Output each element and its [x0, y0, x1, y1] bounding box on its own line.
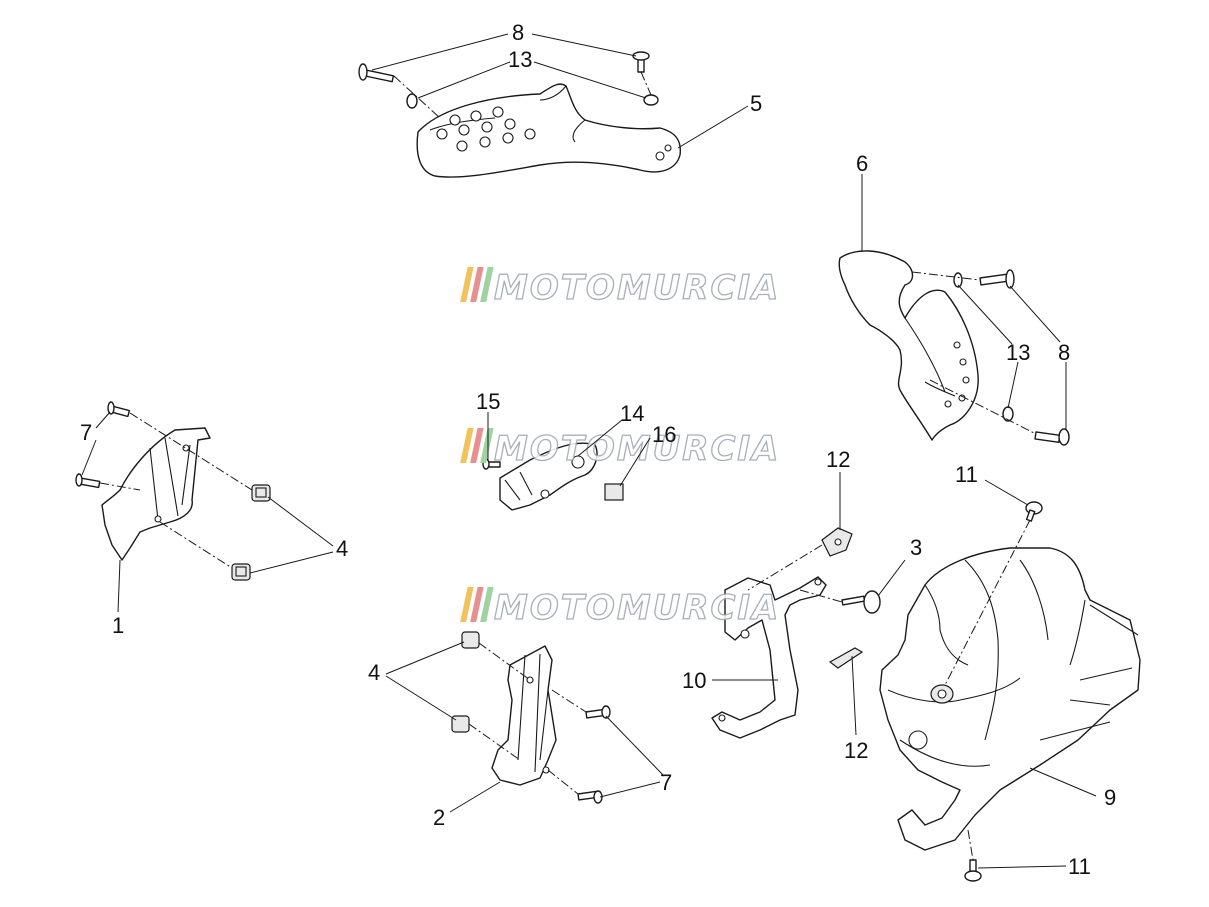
nut-4-lower-upper: [461, 631, 480, 649]
watermark-text: MOTOMURCIA: [494, 429, 780, 469]
screw-7-lower-lower: [577, 790, 603, 804]
screw-3: [841, 590, 881, 614]
callout-4-lower: 4: [368, 660, 380, 685]
callout-1: 1: [112, 613, 124, 638]
screw-7-lower-upper: [585, 705, 611, 719]
clip-nut-12-upper: [821, 527, 853, 557]
nut-4-left-lower: [231, 563, 251, 581]
watermark-stripe-yellow: [460, 587, 474, 622]
callout-12-lower: 12: [844, 738, 868, 763]
washer-13-top-right: [643, 94, 659, 106]
washer-13-right-lower: [1002, 406, 1014, 422]
muffler-cover-part-9: [879, 547, 1141, 851]
pad-16: [604, 483, 624, 501]
watermark-stripe-green: [480, 587, 494, 622]
callout-15: 15: [476, 389, 500, 414]
callout-13-right: 13: [1006, 340, 1030, 365]
watermark-stripe-red: [470, 428, 484, 463]
callout-11-lower: 11: [1068, 854, 1091, 879]
callout-7-left: 7: [80, 420, 92, 445]
bracket-part-10: [711, 576, 827, 739]
screw-8-right-lower: [1034, 428, 1070, 446]
callout-9: 9: [1104, 785, 1116, 810]
callout-7-lower: 7: [660, 770, 672, 795]
watermark-stripe-green: [480, 428, 494, 463]
callout-8-top: 8: [512, 20, 524, 45]
callout-5: 5: [750, 91, 762, 116]
callout-16: 16: [652, 422, 676, 447]
watermark-text: MOTOMURCIA: [494, 268, 780, 308]
callout-8-right: 8: [1058, 340, 1070, 365]
bracket-part-2: [491, 645, 557, 786]
watermark-2: MOTOMURCIA: [460, 428, 780, 470]
callout-13-top: 13: [508, 47, 532, 72]
heat-shield-part-6: [838, 250, 979, 441]
watermark-1: MOTOMURCIA: [460, 267, 780, 309]
clip-nut-12-lower: [828, 647, 864, 669]
screw-8-top-left: [358, 63, 395, 83]
bracket-part-1: [101, 427, 211, 561]
callout-4-left: 4: [336, 536, 348, 561]
callout-11-upper: 11: [955, 462, 978, 487]
washer-13-top-left: [406, 93, 418, 109]
callout-6: 6: [856, 151, 868, 176]
watermark-stripe-red: [470, 267, 484, 302]
nut-4-lower-lower: [451, 715, 470, 733]
nut-4-left-upper: [251, 484, 271, 502]
callout-10: 10: [682, 668, 706, 693]
callout-12-upper: 12: [826, 447, 850, 472]
watermark-stripe-green: [480, 267, 494, 302]
screw-8-right-upper: [979, 269, 1015, 289]
watermark-3: MOTOMURCIA: [460, 587, 780, 629]
watermark-stripe-yellow: [460, 428, 474, 463]
screw-8-top-right: [632, 51, 650, 73]
watermark-text: MOTOMURCIA: [494, 588, 780, 628]
callout-2: 2: [433, 805, 445, 830]
screw-7-left-upper: [107, 401, 131, 418]
screw-7-left-lower: [75, 473, 101, 489]
leader-lines: [81, 33, 1097, 869]
watermark-stripe-red: [470, 587, 484, 622]
callout-14: 14: [620, 401, 644, 426]
washer-13-right-upper: [953, 272, 963, 288]
callout-3: 3: [910, 535, 922, 560]
screw-11-upper: [1025, 501, 1043, 522]
screw-11-lower: [964, 859, 982, 882]
clip-part-14: [499, 442, 598, 511]
watermark-stripe-yellow: [460, 267, 474, 302]
callout-labels: 8 13 5 6 13 8 7 1 4 15 14 16 12 11 3 10 …: [80, 20, 1116, 879]
heat-shield-part-5: [416, 83, 682, 178]
